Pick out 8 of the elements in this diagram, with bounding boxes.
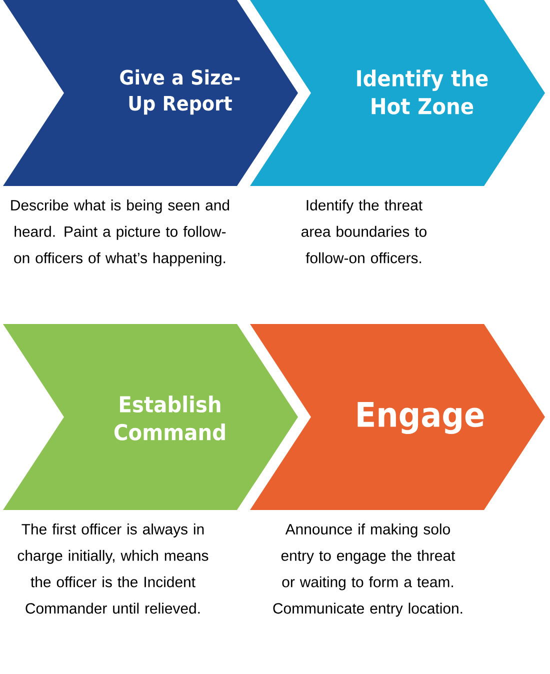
description-text: Identify the threat area boundaries to follow-on officers. <box>302 200 426 264</box>
chevron-step: Identify the Hot Zone <box>250 0 545 186</box>
description-text: The first officer is always in charge initially, which means the officer is the Incident Commander until relieved. <box>18 524 208 614</box>
description-text: Describe what is being seen and heard. Paint a picture to follow-on officers of what’s happening. <box>11 200 230 266</box>
chevron-step: Engage <box>250 324 545 510</box>
chevron-step: Give a Size-Up Report <box>3 0 298 186</box>
chevron-step: Establish Command <box>3 324 298 510</box>
description-text: Announce if making solo entry to engage the threat or waiting to form a team. Communicate entry location. <box>273 524 462 617</box>
